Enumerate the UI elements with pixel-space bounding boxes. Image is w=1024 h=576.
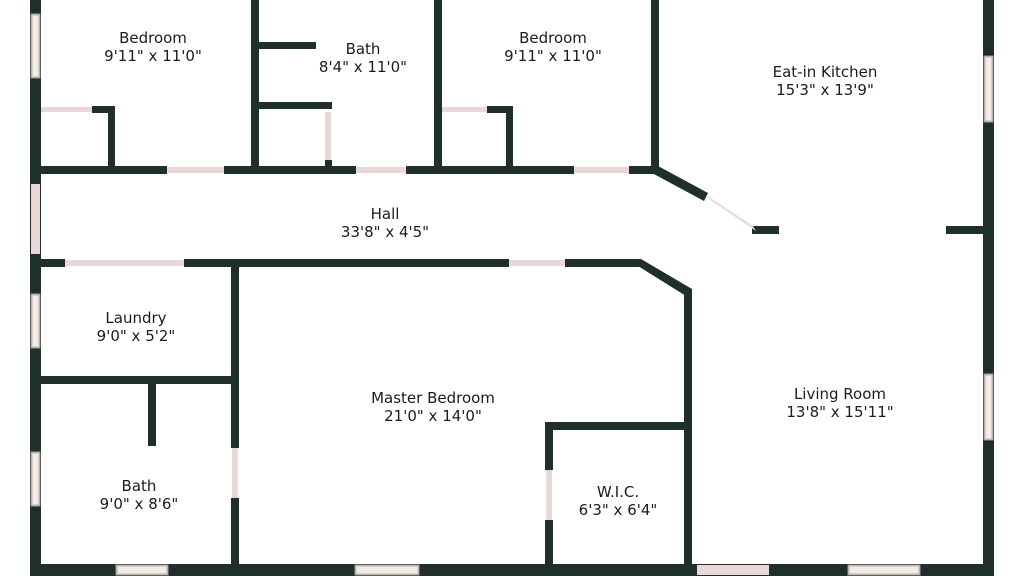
hall-bottom-wall-3 — [565, 259, 641, 267]
window-bedroom-left — [30, 13, 41, 79]
door-bedroom-left — [167, 167, 224, 173]
door-front — [697, 565, 769, 575]
door-bedroom-right-closet — [442, 107, 487, 112]
hall-diagonal-wall — [652, 166, 708, 201]
room-label-kitchen: Eat-in Kitchen 15'3" x 13'9" — [773, 63, 878, 99]
hall-top-wall-2 — [224, 166, 356, 174]
window-kitchen — [983, 55, 994, 123]
master-diagonal-wall — [638, 259, 692, 296]
kitchen-living-stub — [946, 226, 986, 234]
room-dimensions: 9'0" x 8'6" — [99, 495, 179, 513]
room-name: Laundry — [105, 309, 167, 327]
hall-top-wall-1 — [41, 166, 167, 174]
room-name: Living Room — [793, 385, 887, 403]
bath-stub-wall — [148, 384, 156, 446]
room-label-bedroom-right: Bedroom 9'11" x 11'0" — [504, 29, 602, 65]
laundry-bath-wall — [41, 376, 239, 384]
door-bath-bottom — [232, 448, 238, 498]
window-bottom-living — [847, 564, 921, 576]
window-living — [983, 373, 994, 441]
interior-walls — [41, 0, 986, 570]
room-label-bath-top: Bath 8'4" x 11'0" — [319, 40, 407, 76]
windows — [30, 13, 994, 576]
hall-top-wall-4 — [629, 166, 659, 174]
door-wic — [546, 470, 552, 520]
door-bath-top — [356, 167, 406, 173]
room-dimensions: 6'3" x 6'4" — [578, 501, 658, 519]
room-name: Bath — [121, 477, 157, 495]
room-dimensions: 13'8" x 15'11" — [786, 403, 894, 421]
window-bath-bottom — [30, 451, 41, 507]
room-dimensions: 9'11" x 11'0" — [504, 47, 602, 65]
wall-left — [30, 0, 41, 576]
closet2-wall-vertical — [506, 106, 513, 172]
hall-diagonal-stub — [752, 226, 779, 234]
laundry-right-wall — [231, 266, 239, 448]
room-label-bath-bottom: Bath 9'0" x 8'6" — [100, 477, 179, 513]
door-bedroom-right — [574, 167, 629, 173]
room-name: W.I.C. — [596, 483, 640, 501]
door-kitchen-diagonal — [706, 195, 756, 231]
room-label-bedroom-left: Bedroom 9'11" x 11'0" — [104, 29, 202, 65]
room-dimensions: 9'11" x 11'0" — [104, 47, 202, 65]
door-laundry — [65, 260, 184, 266]
window-laundry — [30, 293, 41, 349]
room-dimensions: 33'8" x 4'5" — [340, 223, 430, 241]
bath-right-wall-lower — [231, 498, 239, 568]
wic-top-wall — [545, 422, 692, 430]
room-label-master: Master Bedroom 21'0" x 14'0" — [371, 389, 495, 425]
room-label-laundry: Laundry 9'0" x 5'2" — [97, 309, 176, 345]
wall-right — [983, 0, 994, 576]
room-dimensions: 8'4" x 11'0" — [318, 58, 408, 76]
room-name: Bedroom — [119, 29, 187, 47]
wall-bedroom-bath — [251, 0, 259, 172]
door-openings — [31, 107, 769, 575]
closet-wall-vertical — [108, 106, 115, 172]
door-bath-shower — [325, 112, 331, 160]
wall-bedroom-kitchen — [651, 0, 659, 172]
room-dimensions: 9'0" x 5'2" — [96, 327, 176, 345]
door-bedroom-left-closet — [41, 107, 92, 112]
room-label-hall: Hall 33'8" x 4'5" — [341, 205, 429, 241]
wall-bath-bedroom — [434, 0, 442, 172]
hall-top-wall-3 — [406, 166, 574, 174]
room-label-living: Living Room 13'8" x 15'11" — [786, 385, 893, 421]
hall-bottom-wall-2 — [184, 259, 509, 267]
closet2-wall-horizontal — [487, 106, 513, 113]
room-name: Bedroom — [519, 29, 587, 47]
wic-left-wall-top — [545, 422, 553, 470]
door-master — [509, 260, 565, 266]
bath-wall-upper — [259, 42, 316, 49]
room-name: Master Bedroom — [371, 389, 495, 407]
room-name: Hall — [370, 205, 400, 223]
closet-wall-horizontal — [92, 106, 115, 113]
hall-bottom-wall-1 — [41, 259, 65, 267]
room-dimensions: 21'0" x 14'0" — [384, 407, 482, 425]
window-bottom-master — [354, 564, 420, 576]
door-hall-exterior — [31, 184, 40, 254]
bath-wall-lower — [259, 102, 332, 109]
room-name: Bath — [345, 40, 381, 58]
room-name: Eat-in Kitchen — [772, 63, 878, 81]
room-label-wic: W.I.C. 6'3" x 6'4" — [579, 483, 658, 519]
wic-left-wall-bottom — [545, 520, 553, 568]
room-dimensions: 15'3" x 13'9" — [776, 81, 874, 99]
window-bottom-bath — [115, 564, 169, 576]
